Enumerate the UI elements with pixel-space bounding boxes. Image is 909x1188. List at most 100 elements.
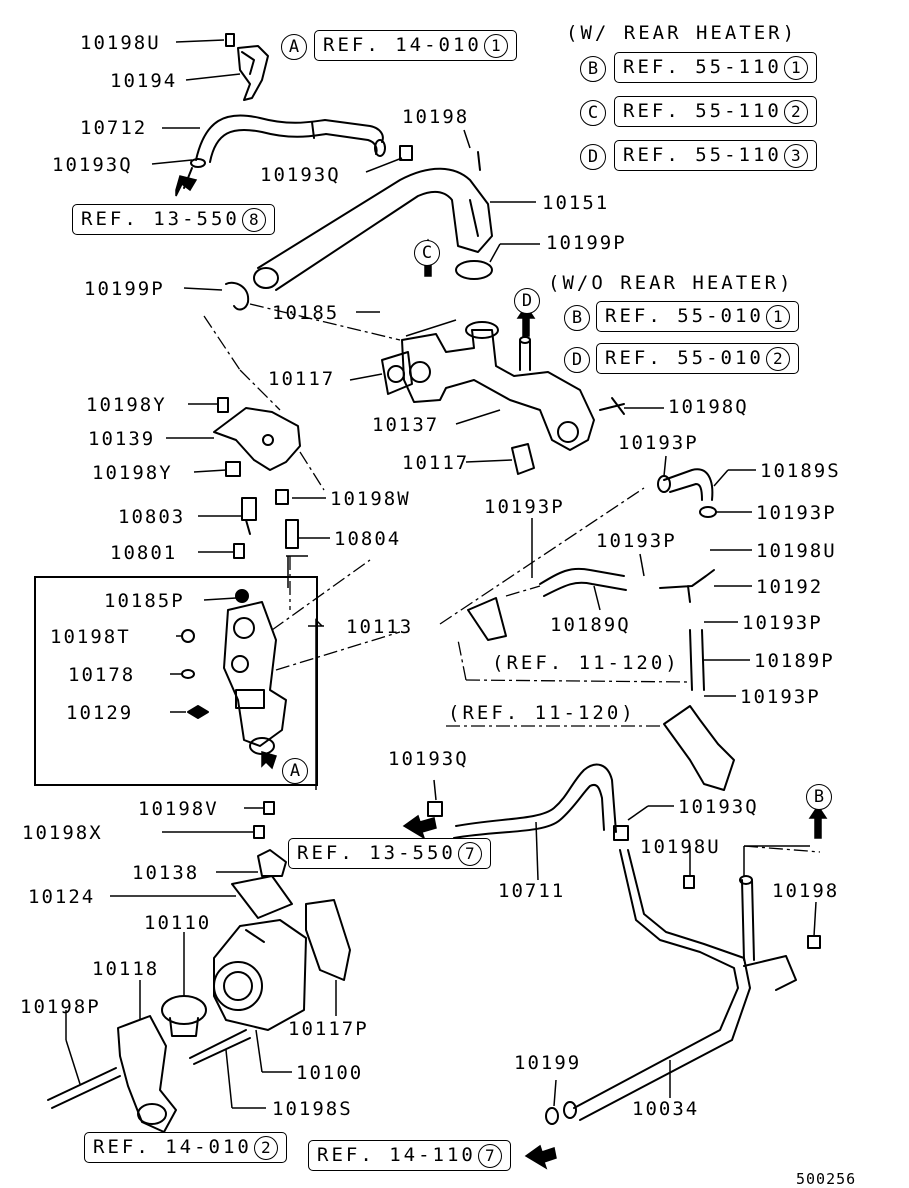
label-10198-low: 10198 xyxy=(772,880,840,902)
label-10199p-right: 10199P xyxy=(546,232,627,254)
ref-14-010-2-text: REF. 14-010 xyxy=(93,1136,252,1158)
hose-10189s-shape xyxy=(663,468,714,501)
label-10193q-b: 10193Q xyxy=(260,164,341,186)
cap-10138-shape xyxy=(257,849,287,877)
note-without-rear-heater: (W/O REAR HEATER) xyxy=(548,272,794,294)
label-10199p-left: 10199P xyxy=(84,278,165,300)
label-10113: 10113 xyxy=(346,616,414,638)
label-10198v: 10198V xyxy=(138,798,219,820)
hose-10189q-shape xyxy=(539,567,627,597)
label-10189s: 10189S xyxy=(760,460,841,482)
tag-c-arrow: C xyxy=(414,240,440,266)
tag-d-with: D xyxy=(580,144,606,170)
pipe-10151-shape xyxy=(253,151,493,291)
tag-d-without: D xyxy=(564,347,590,373)
ref-b-without-num: 1 xyxy=(765,305,790,329)
ref-a-top-text: REF. 14-010 xyxy=(323,34,482,56)
ref-13-550-8-num: 8 xyxy=(241,208,266,232)
outlet-ref-11-120-shape xyxy=(467,597,507,641)
label-10185: 10185 xyxy=(272,302,340,324)
label-10117p: 10117P xyxy=(288,1018,369,1040)
label-10193p-b: 10193P xyxy=(484,496,565,518)
bracket-10139-shape xyxy=(213,407,301,471)
label-10178: 10178 xyxy=(68,664,136,686)
label-10198q-right: 10198Q xyxy=(668,396,749,418)
label-10712: 10712 xyxy=(80,117,148,139)
bolt-10198q-shape xyxy=(599,397,625,415)
thermostat-10110-shape xyxy=(161,995,207,1037)
clamp-10193q-shape xyxy=(399,145,413,161)
tag-b-without: B xyxy=(564,305,590,331)
label-10034: 10034 xyxy=(632,1098,700,1120)
bolt-10198w-shape xyxy=(275,489,289,505)
assembly-10113-frame xyxy=(34,576,318,786)
label-10198u-low: 10198U xyxy=(640,836,721,858)
ref-b-with-text: REF. 55-110 xyxy=(623,56,782,78)
label-10185p: 10185P xyxy=(104,590,185,612)
ref-b-with-num: 1 xyxy=(783,56,808,80)
label-10198-top: 10198 xyxy=(402,106,470,128)
ref-11-120-b: (REF. 11-120) xyxy=(448,702,636,724)
housing-10100-shape xyxy=(213,919,307,1031)
label-10198y-a: 10198Y xyxy=(86,394,167,416)
gasket-10117-b-shape xyxy=(511,443,535,475)
ref-d-without-text: REF. 55-010 xyxy=(605,347,764,369)
label-10129: 10129 xyxy=(66,702,134,724)
housing-10113-shape xyxy=(223,601,287,755)
label-10193p-f: 10193P xyxy=(740,686,821,708)
tag-d-arrow: D xyxy=(514,288,540,314)
hose-10189p-shape xyxy=(689,629,705,691)
label-10198u-mid: 10198U xyxy=(756,540,837,562)
tag-b-with: B xyxy=(580,56,606,82)
arrow-b-up xyxy=(808,804,828,839)
label-10198x: 10198X xyxy=(22,822,103,844)
bolt-10198v-shape xyxy=(263,801,275,815)
label-10198t: 10198T xyxy=(50,626,131,648)
bolt-10198x-shape xyxy=(253,825,265,839)
note-with-rear-heater: (W/ REAR HEATER) xyxy=(566,22,798,44)
label-10198y-b: 10198Y xyxy=(92,462,173,484)
gasket-10117p-shape xyxy=(305,899,351,981)
bolt-10198s-shape xyxy=(189,1029,247,1059)
label-10110: 10110 xyxy=(144,912,212,934)
clamp-10193p-a-shape xyxy=(657,475,671,493)
ref-11-120-a: (REF. 11-120) xyxy=(492,652,680,674)
ref-14-110-7-text: REF. 14-110 xyxy=(317,1144,476,1166)
label-10193q-a: 10193Q xyxy=(52,154,133,176)
label-10189q: 10189Q xyxy=(550,614,631,636)
label-10193p-d: 10193P xyxy=(596,530,677,552)
label-10198u-top: 10198U xyxy=(80,32,161,54)
tag-b-right: B xyxy=(806,784,832,810)
label-10193p-a: 10193P xyxy=(618,432,699,454)
oring-10199-shape xyxy=(545,1107,559,1125)
label-10117-b: 10117 xyxy=(402,452,470,474)
tag-c-with: C xyxy=(580,100,606,126)
label-10137: 10137 xyxy=(372,414,440,436)
label-10117-a: 10117 xyxy=(268,368,336,390)
sensor-10804-shape xyxy=(285,519,299,549)
label-10801: 10801 xyxy=(110,542,178,564)
label-10118: 10118 xyxy=(92,958,160,980)
clamp-10193q-d-shape xyxy=(613,825,629,841)
label-10804: 10804 xyxy=(334,528,402,550)
ref-c-with-text: REF. 55-110 xyxy=(623,100,782,122)
bolt-10198u-low-shape xyxy=(683,875,695,889)
label-10151: 10151 xyxy=(542,192,610,214)
label-10711: 10711 xyxy=(498,880,566,902)
label-10100: 10100 xyxy=(296,1062,364,1084)
ref-c-with-num: 2 xyxy=(783,100,808,124)
ref-d-without-num: 2 xyxy=(765,347,790,371)
oring-10199p-right-shape xyxy=(455,260,493,280)
tag-a-top: A xyxy=(281,34,307,60)
ref-13-550-7-num: 7 xyxy=(457,842,482,866)
bolt-10198-low-shape xyxy=(807,935,821,949)
ref-14-010-2-num: 2 xyxy=(253,1136,278,1160)
pipe-ref-11-120-shape xyxy=(663,705,735,791)
